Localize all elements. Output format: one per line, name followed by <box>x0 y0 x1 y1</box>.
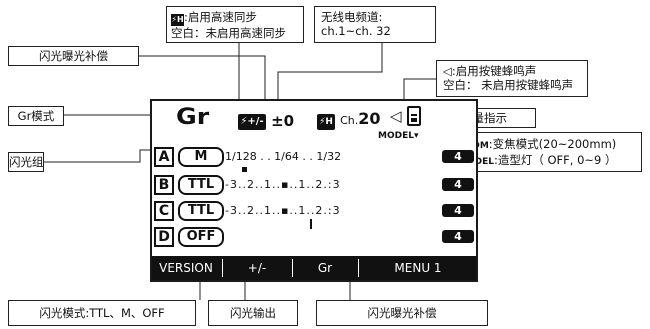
flash-comp-marker <box>310 219 312 229</box>
lcd-menu-bar: VERSION +/- Gr MENU 1 <box>152 256 476 280</box>
menu-divider <box>222 259 223 277</box>
line-beep <box>403 78 436 108</box>
channel-prefix: Ch. <box>340 114 359 127</box>
flash-comp-indicator: ⚡+/- ±0 <box>238 109 295 130</box>
group-d-letter: D <box>154 227 174 247</box>
callout-flash-output: 闪光输出 <box>208 300 298 326</box>
beep-icon: ◁ <box>443 64 452 78</box>
flash-comp-icon: ⚡+/- <box>238 114 266 130</box>
group-c-value: 4 <box>442 204 474 217</box>
beep-lcd-icon: ◁ <box>390 107 402 125</box>
model-indicator: MODEL▾ <box>378 131 419 141</box>
callout-beep: ◁:启用按键蜂鸣声 空白： 未启用按键蜂鸣声 <box>436 60 588 97</box>
callout-flash-exposure-comp-top: 闪光曝光补偿 <box>8 46 139 66</box>
group-c-scale: -3..2..1..▪..1..2.:3 <box>225 204 341 217</box>
menu-divider <box>292 259 293 277</box>
group-a-mode: M <box>178 147 224 167</box>
high-speed-sync-icon: ⚡H <box>171 14 184 26</box>
callout-zoom: ZOOM:变焦模式(20~200mm) MODEL:造型灯（ OFF, 0~9 … <box>452 132 642 172</box>
battery-icon <box>407 106 421 126</box>
group-b-value: 4 <box>442 178 474 191</box>
group-d-mode: OFF <box>178 227 224 247</box>
group-d-value: 4 <box>442 230 474 243</box>
group-b-scale: -3..2..1..▪..1..2.:3 <box>225 178 341 191</box>
callout-gr-mode: Gr模式 <box>8 106 64 126</box>
high-speed-sync-lcd-icon: ⚡H <box>317 114 335 130</box>
line-wireless-channel <box>277 43 383 108</box>
callout-flash-group: 闪光组 <box>8 152 44 172</box>
line-flash-comp-top <box>139 55 266 108</box>
group-b-mode: TTL <box>178 175 224 195</box>
menu-1-button[interactable]: MENU 1 <box>394 261 442 275</box>
callout-high-speed-sync: ⚡H:启用高速同步 空白：未启用高速同步 <box>166 6 304 43</box>
line-flash-group <box>44 149 158 163</box>
flash-comp-value: ±0 <box>271 112 295 130</box>
menu-gr-button[interactable]: Gr <box>317 261 333 275</box>
callout-wireless-channel: 无线电频道: ch.1~ch. 32 <box>314 6 436 43</box>
channel-number: 20 <box>358 109 381 128</box>
menu-flash-comp-button[interactable]: +/- <box>247 261 267 275</box>
menu-divider <box>358 259 359 277</box>
group-c-mode: TTL <box>178 201 224 221</box>
callout-flash-mode: 闪光模式:TTL、M、OFF <box>8 300 196 326</box>
group-a-scale: 1/128 . . 1/64 . . 1/32 <box>225 150 342 163</box>
group-b-letter: B <box>154 175 174 195</box>
channel-indicator: ⚡H Ch.20 <box>317 109 381 130</box>
lcd-panel: Gr ⚡+/- ±0 ⚡H Ch.20 ◁ MODEL▾ A M 1/128 .… <box>150 99 478 282</box>
group-a-letter: A <box>154 147 174 167</box>
flash-output-marker <box>242 167 247 172</box>
group-c-letter: C <box>154 201 174 221</box>
menu-version-button[interactable]: VERSION <box>159 261 213 275</box>
callout-flash-exposure-comp-bottom: 闪光曝光补偿 <box>316 300 488 326</box>
gr-mode-label: Gr <box>176 105 210 130</box>
group-a-value: 4 <box>442 150 474 163</box>
